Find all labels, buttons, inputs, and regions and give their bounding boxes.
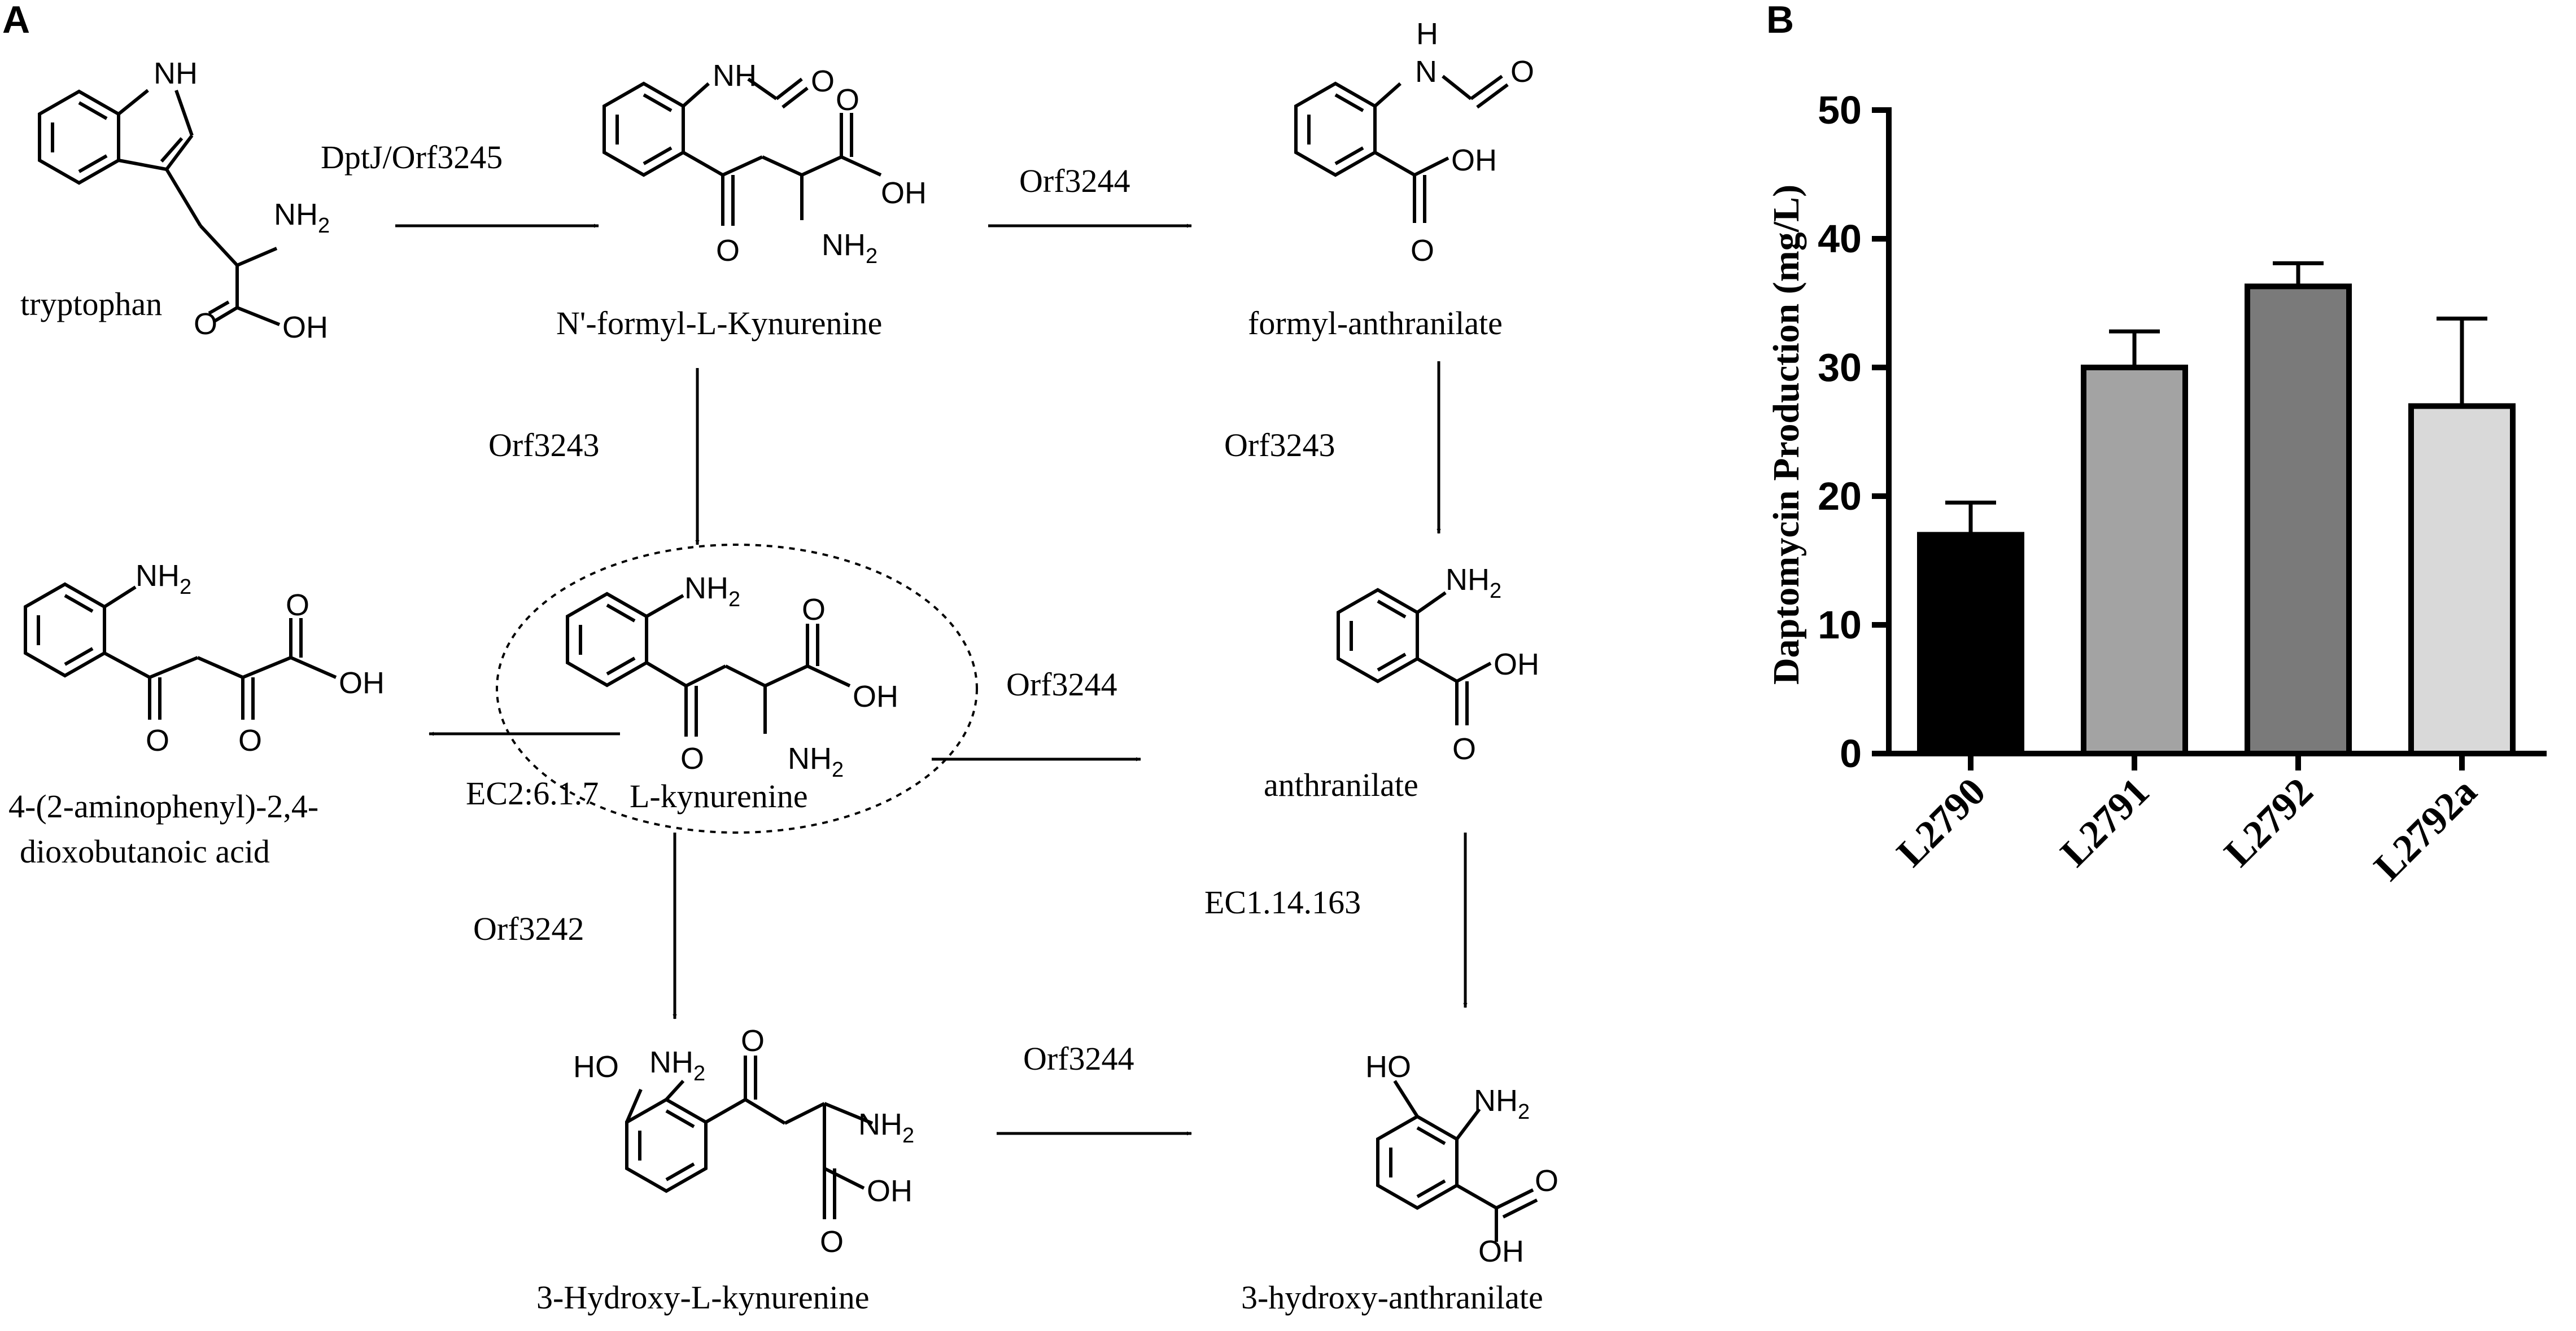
formyl-anthranilate-structure	[1294, 75, 1509, 223]
formyl-kynurenine-name: N'-formyl-L-Kynurenine	[556, 305, 882, 341]
y-tick-label: 0	[1840, 732, 1862, 776]
formyl-kynurenine-keto-o: O	[716, 234, 740, 268]
hydroxy-kynurenine-oh: OH	[867, 1174, 912, 1208]
x-tick-label: L2792a	[2366, 770, 2485, 889]
aminophenyl-oh: OH	[339, 666, 385, 700]
enzyme-dptj-orf3245: DptJ/Orf3245	[321, 139, 503, 176]
hydroxy-anthranilate-oh: OH	[1478, 1234, 1524, 1268]
y-tick-label: 50	[1818, 88, 1862, 132]
panel-b-label: B	[1766, 0, 1794, 41]
pathway-diagram: A NH NH2 OH O tryptophan	[2, 0, 1558, 1316]
y-tick-label: 30	[1818, 345, 1862, 389]
chart-axes: 0 10 20 30 40 50	[1818, 88, 2547, 776]
formyl-anthranilate-n: N	[1415, 55, 1437, 89]
aminophenyl-nh2: NH2	[136, 559, 191, 599]
y-tick-label: 10	[1818, 603, 1862, 647]
bar	[2408, 403, 2516, 756]
aminophenyl-dioxobutanoic-structure	[24, 582, 337, 720]
kynurenine-highlight-ellipse	[496, 544, 978, 834]
aminophenyl-acid-o: O	[286, 588, 309, 622]
kynurenine-nh2-top: NH2	[684, 571, 740, 611]
hydroxy-kynurenine-ho: HO	[573, 1050, 619, 1084]
anthranilate-o: O	[1452, 732, 1476, 766]
formyl-anthranilate-oh: OH	[1451, 143, 1497, 177]
enzyme-ec2617: EC2:6.1.7	[466, 775, 599, 812]
tryptophan-o-label: O	[194, 307, 217, 341]
x-tick-label: L2790	[1889, 770, 1994, 875]
enzyme-orf3244-mid: Orf3244	[1006, 666, 1117, 703]
tryptophan-name: tryptophan	[20, 286, 162, 322]
kynurenine-structure	[566, 592, 851, 737]
formyl-anthranilate-name: formyl-anthranilate	[1248, 305, 1503, 341]
hydroxy-kynurenine-nh2-ring: NH2	[649, 1045, 705, 1085]
enzyme-ec114163: EC1.14.163	[1204, 884, 1361, 921]
formyl-kynurenine-nh2: NH2	[822, 228, 877, 268]
kynurenine-keto-o: O	[680, 742, 704, 776]
hydroxy-anthranilate-name: 3-hydroxy-anthranilate	[1241, 1279, 1543, 1316]
hydroxy-kynurenine-nh2-chain: NH2	[858, 1107, 914, 1148]
formyl-kynurenine-acid-o: O	[836, 83, 859, 117]
hydroxy-kynurenine-structure	[625, 1056, 874, 1219]
chart-bars	[1917, 283, 2516, 757]
anthranilate-oh: OH	[1494, 647, 1539, 681]
hydroxy-kynurenine-acid-o: O	[820, 1225, 844, 1259]
anthranilate-name: anthranilate	[1264, 767, 1418, 803]
hydroxy-kynurenine-keto-o: O	[741, 1024, 765, 1058]
enzyme-orf3244-top: Orf3244	[1019, 163, 1130, 199]
kynurenine-name: L-kynurenine	[630, 778, 808, 815]
aminophenyl-keto-o2: O	[238, 724, 262, 758]
hydroxy-anthranilate-nh2: NH2	[1474, 1084, 1530, 1124]
chart-x-tick-labels: L2790 L2791 L2792 L2792a	[1889, 754, 2485, 889]
panel-a-label: A	[2, 0, 30, 41]
bar	[1917, 532, 2024, 757]
enzyme-orf3244-bottom: Orf3244	[1023, 1040, 1134, 1077]
aminophenyl-keto-o1: O	[146, 724, 169, 758]
tryptophan-structure	[38, 89, 281, 326]
formyl-anthranilate-o: O	[1411, 234, 1434, 268]
hydroxy-anthranilate-ho: HO	[1365, 1050, 1411, 1084]
anthranilate-structure	[1337, 588, 1492, 725]
formyl-kynurenine-structure	[602, 77, 882, 226]
bar	[2245, 283, 2352, 756]
hydroxy-kynurenine-name: 3-Hydroxy-L-kynurenine	[536, 1279, 870, 1316]
y-axis-title: Daptomycin Production (mg/L)	[1766, 185, 1807, 685]
tryptophan-nh2-label: NH2	[274, 198, 330, 238]
tryptophan-oh-label: OH	[282, 310, 328, 344]
aminophenyl-name-line2: dioxobutanoic acid	[20, 833, 270, 870]
daptomycin-bar-chart: B Daptomycin Production (mg/L) 0 10 20 30 40…	[1766, 0, 2547, 889]
x-tick-label: L2791	[2053, 770, 2158, 875]
aminophenyl-name-line1: 4-(2-aminophenyl)-2,4-	[8, 788, 318, 825]
formyl-kynurenine-formyl-o: O	[811, 64, 835, 98]
bar	[2081, 365, 2188, 756]
hydroxy-anthranilate-structure	[1376, 1080, 1538, 1242]
x-tick-label: L2792	[2216, 770, 2321, 875]
enzyme-orf3243-left: Orf3243	[488, 427, 600, 463]
formyl-kynurenine-nh-label: NH	[713, 59, 757, 93]
hydroxy-anthranilate-o: O	[1535, 1164, 1558, 1198]
formyl-anthranilate-formyl-o: O	[1510, 55, 1534, 89]
enzyme-orf3242: Orf3242	[473, 910, 584, 947]
y-tick-label: 40	[1818, 217, 1862, 261]
formyl-kynurenine-oh: OH	[881, 176, 927, 210]
formyl-anthranilate-h: H	[1416, 17, 1438, 51]
tryptophan-nh-label: NH	[154, 56, 198, 90]
kynurenine-acid-o: O	[802, 593, 826, 627]
kynurenine-oh: OH	[853, 680, 898, 713]
kynurenine-nh2-bottom: NH2	[788, 742, 844, 782]
y-tick-label: 20	[1818, 474, 1862, 518]
chart-error-bars	[1945, 261, 2487, 535]
enzyme-orf3243-right: Orf3243	[1224, 427, 1335, 463]
anthranilate-nh2: NH2	[1446, 563, 1501, 603]
